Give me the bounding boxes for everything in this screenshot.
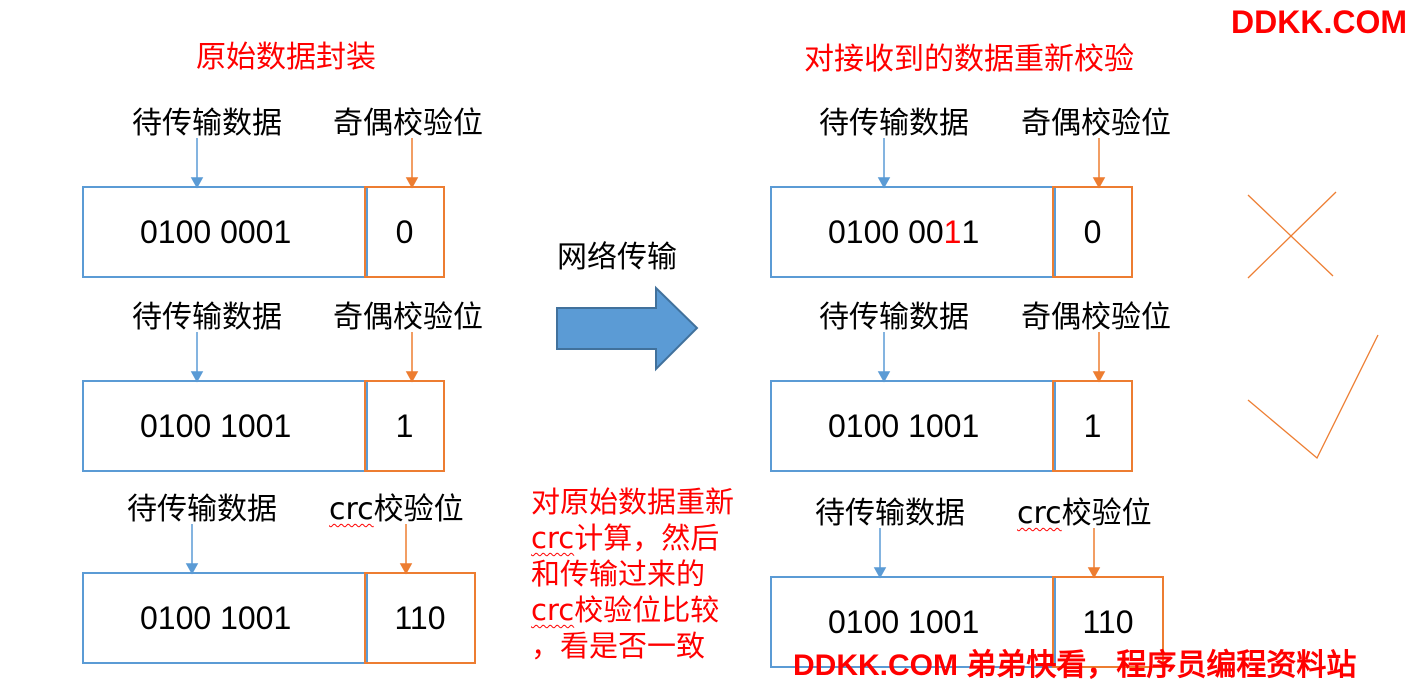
- right-row3-data-label: 待传输数据: [815, 496, 965, 531]
- right-row1-check-label: 奇偶校验位: [1021, 106, 1171, 141]
- check-icon: [1247, 334, 1379, 460]
- right-row2-check-value: 1: [1083, 407, 1102, 444]
- flipped-bit: 1: [943, 213, 962, 250]
- right-row2-check-box: 1: [1052, 380, 1133, 472]
- right-row3-check-label-suffix: 校验位: [1061, 496, 1152, 531]
- right-row3-data-box: 0100 1001: [770, 576, 1056, 668]
- right-row1-check-value: 0: [1083, 213, 1102, 250]
- left-row1-data-value: 0100 0001: [140, 213, 292, 250]
- left-row2-check-box: 1: [364, 380, 445, 472]
- left-row3-crc-text: crc: [329, 492, 374, 527]
- left-row3-data-label: 待传输数据: [127, 492, 277, 527]
- left-row1-check-box: 0: [364, 186, 445, 278]
- right-row2-data-value: 0100 1001: [828, 407, 980, 444]
- left-row1-data-box: 0100 0001: [82, 186, 368, 278]
- left-row1-check-label: 奇偶校验位: [333, 106, 483, 141]
- right-row3-check-box: 110: [1052, 576, 1164, 668]
- right-row1-check-box: 0: [1052, 186, 1133, 278]
- transfer-label: 网络传输: [557, 240, 677, 275]
- cross-icon: [1247, 191, 1337, 279]
- crc-note-crc-1: crc: [531, 521, 575, 555]
- crc-note-line-4: crc校验位比较: [531, 593, 720, 627]
- left-title: 原始数据封装: [196, 40, 376, 75]
- right-row3-check-value: 110: [1082, 603, 1134, 640]
- crc-note-line-3: 和传输过来的: [531, 557, 706, 591]
- left-row3-data-box: 0100 1001: [82, 572, 368, 664]
- left-row3-data-value: 0100 1001: [140, 599, 292, 636]
- left-row2-data-label: 待传输数据: [132, 300, 282, 335]
- crc-note-line-2: crc计算，然后: [531, 521, 720, 555]
- left-row2-check-label: 奇偶校验位: [333, 300, 483, 335]
- crc-note-line-5: ，看是否一致: [531, 629, 706, 663]
- watermark-top: DDKK.COM: [1231, 4, 1407, 40]
- right-row3-check-label: crc校验位: [1017, 496, 1152, 532]
- crc-note-line-1: 对原始数据重新: [531, 485, 735, 519]
- crc-note: 对原始数据重新 crc计算，然后 和传输过来的 crc校验位比较 ，看是否一致: [531, 484, 761, 664]
- right-row2-data-label: 待传输数据: [819, 300, 969, 335]
- left-row3-check-label-suffix: 校验位: [373, 492, 464, 527]
- left-row1-check-value: 0: [395, 213, 414, 250]
- left-row2-check-value: 1: [395, 407, 414, 444]
- left-row3-check-label: crc校验位: [329, 492, 464, 528]
- left-row2-data-box: 0100 1001: [82, 380, 368, 472]
- right-row2-check-label: 奇偶校验位: [1021, 300, 1171, 335]
- left-row1-data-label: 待传输数据: [132, 106, 282, 141]
- left-row2-data-value: 0100 1001: [140, 407, 292, 444]
- transfer-arrow-icon: [556, 285, 699, 372]
- left-row3-check-box: 110: [364, 572, 476, 664]
- left-row3-check-value: 110: [394, 599, 446, 636]
- right-row3-crc-text: crc: [1017, 496, 1062, 531]
- crc-note-crc-2: crc: [531, 593, 575, 627]
- right-row1-data-label: 待传输数据: [819, 106, 969, 141]
- right-row3-data-value: 0100 1001: [828, 603, 980, 640]
- right-title: 对接收到的数据重新校验: [804, 42, 1134, 77]
- watermark-bottom: DDKK.COM 弟弟快看，程序员编程资料站: [793, 649, 1357, 682]
- right-row2-data-box: 0100 1001: [770, 380, 1056, 472]
